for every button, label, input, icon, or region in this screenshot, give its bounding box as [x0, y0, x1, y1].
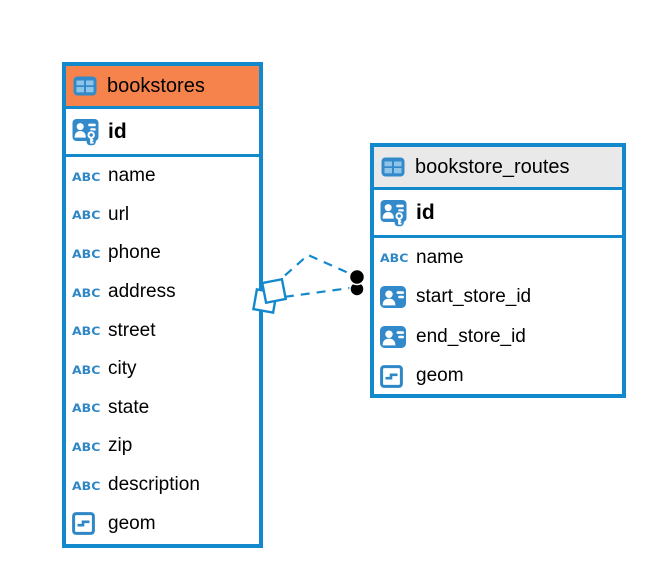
column-name: name	[416, 246, 464, 268]
text-type-icon: ABC	[72, 439, 101, 454]
column-row[interactable]: ABC city	[66, 350, 259, 389]
column-name: phone	[108, 242, 161, 264]
table-title: bookstores	[107, 74, 205, 97]
column-name: address	[108, 281, 176, 303]
column-row[interactable]: ABC state	[66, 389, 259, 428]
foreign-key-icon	[380, 325, 409, 348]
table-bookstores[interactable]: bookstores id ABC	[62, 62, 263, 548]
column-row[interactable]: ABC name	[66, 157, 259, 196]
table-bookstore-routes[interactable]: bookstore_routes id ABC	[370, 143, 626, 398]
column-row[interactable]: ABC street	[66, 311, 259, 350]
column-name: name	[108, 165, 156, 187]
relationship-line-upper	[272, 253, 354, 287]
relationship-square-marker[interactable]	[260, 277, 288, 305]
column-name: url	[108, 203, 130, 225]
column-row[interactable]: geom	[66, 504, 259, 543]
relationship-dot-marker[interactable]	[349, 281, 365, 297]
column-row[interactable]: geom	[374, 357, 622, 397]
relationship-link[interactable]	[252, 253, 366, 314]
column-name: start_store_id	[416, 286, 532, 308]
foreign-key-icon	[380, 286, 409, 309]
column-name: geom	[416, 365, 464, 387]
column-row[interactable]: ABC name	[374, 238, 622, 278]
column-name: city	[108, 358, 137, 380]
column-row[interactable]: end_store_id	[374, 317, 622, 357]
text-type-icon: ABC	[72, 284, 101, 300]
text-type-icon: ABC	[72, 207, 101, 223]
column-row[interactable]: ABC phone	[66, 234, 259, 273]
relationship-dot-marker[interactable]	[348, 268, 366, 286]
pk-row[interactable]: id	[66, 109, 259, 157]
table-icon	[73, 76, 98, 96]
column-name: street	[108, 319, 156, 341]
text-type-icon: ABC	[72, 323, 101, 338]
table-bookstore-routes-header[interactable]: bookstore_routes	[374, 147, 622, 190]
table-title: bookstore_routes	[415, 155, 570, 178]
primary-key-icon	[380, 199, 409, 227]
relationship-line-lower	[268, 286, 351, 301]
column-name: description	[108, 474, 200, 496]
geometry-type-icon	[380, 364, 409, 388]
text-type-icon: ABC	[72, 477, 101, 493]
pk-column-name: id	[416, 200, 435, 224]
table-bookstores-header[interactable]: bookstores	[66, 66, 259, 109]
text-type-icon: ABC	[72, 400, 101, 415]
geometry-type-icon	[72, 512, 101, 536]
column-row[interactable]: ABC zip	[66, 427, 259, 466]
text-type-icon: ABC	[72, 362, 101, 377]
column-row[interactable]: ABC url	[66, 196, 259, 235]
text-type-icon: ABC	[380, 250, 409, 265]
column-name: geom	[108, 512, 156, 534]
column-row[interactable]: ABC address	[66, 273, 259, 312]
pk-row[interactable]: id	[374, 190, 622, 238]
table-icon	[381, 157, 406, 177]
pk-column-name: id	[108, 119, 127, 143]
column-name: end_store_id	[416, 325, 526, 347]
primary-key-icon	[72, 118, 101, 146]
column-row[interactable]: start_store_id	[374, 278, 622, 318]
column-row[interactable]: ABC description	[66, 466, 259, 505]
text-type-icon: ABC	[72, 246, 101, 261]
column-name: state	[108, 396, 150, 418]
column-name: zip	[108, 435, 133, 457]
text-type-icon: ABC	[72, 169, 101, 184]
